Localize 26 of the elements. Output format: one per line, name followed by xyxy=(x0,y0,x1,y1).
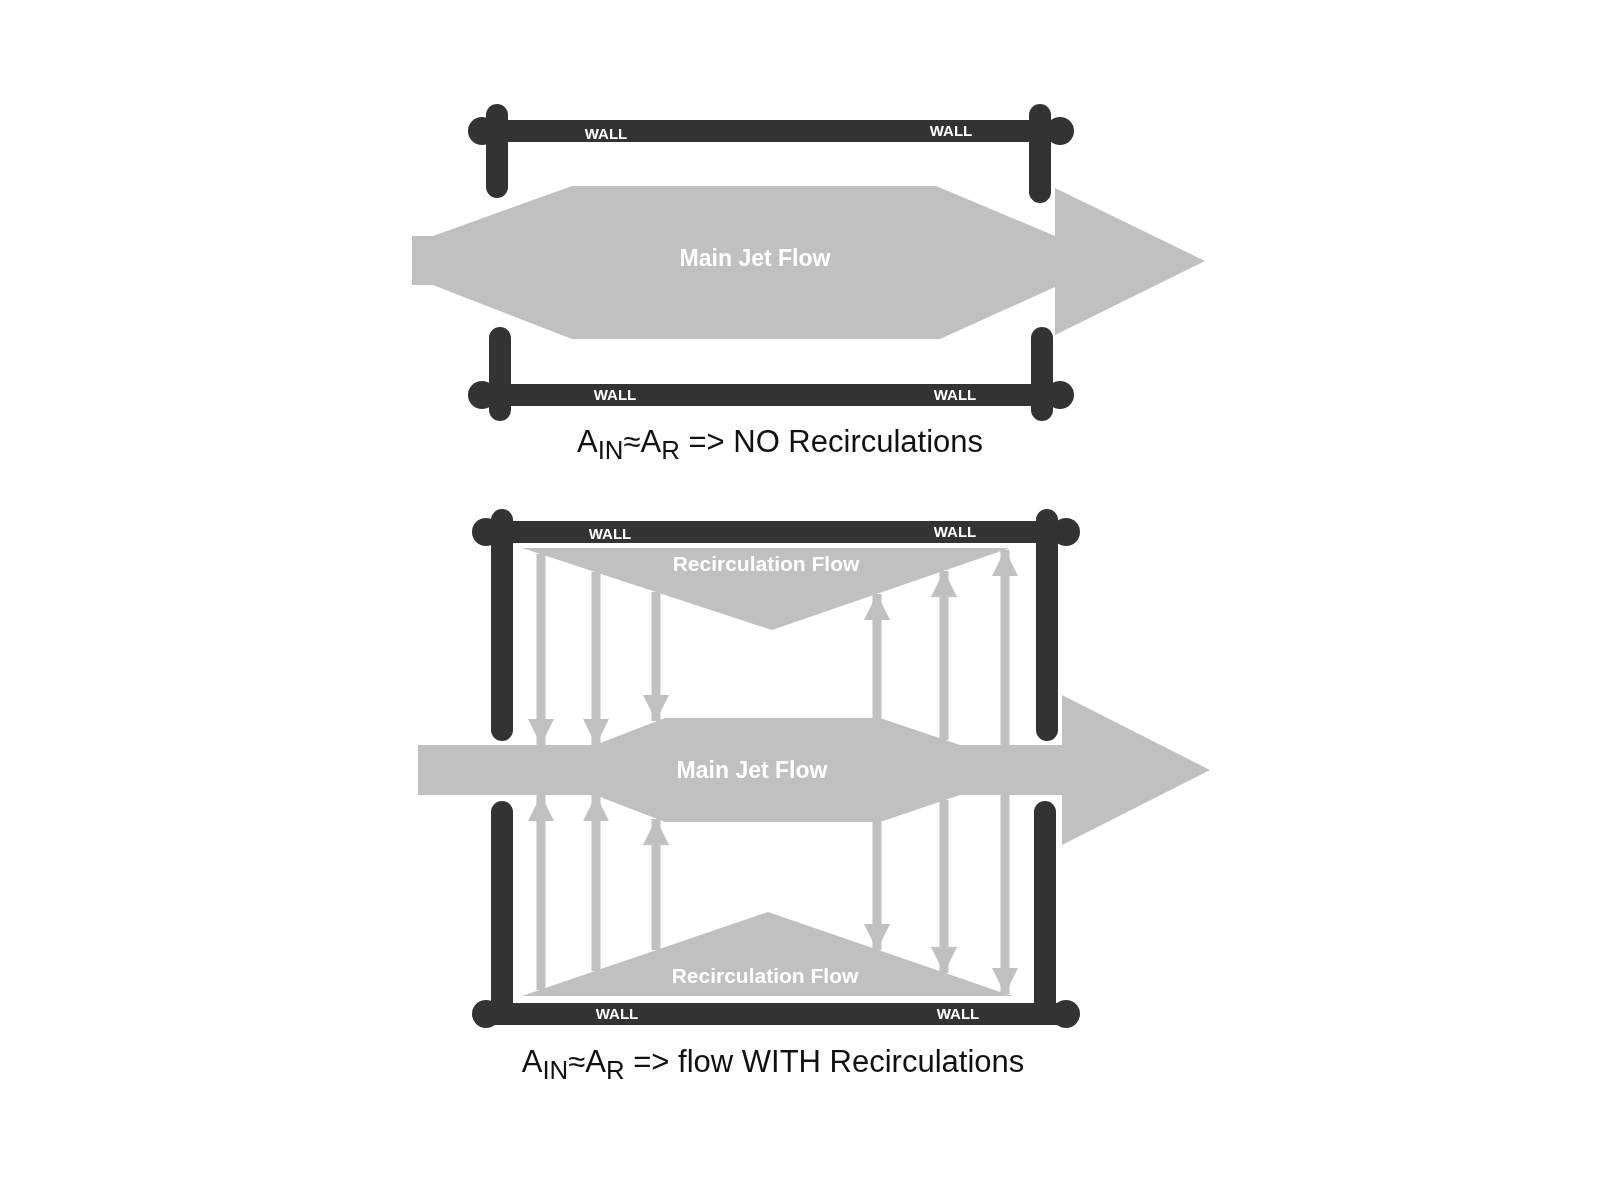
wall-label: WALL xyxy=(593,385,637,403)
arrow xyxy=(643,819,669,950)
wall-label: WALL xyxy=(595,1004,639,1022)
flow-label: Recirculation Flow xyxy=(672,552,860,576)
wall-label: WALL xyxy=(936,1004,980,1022)
caption-text: A$_{IN}$≈A$_{R}$ => NO Recirculations xyxy=(576,424,984,466)
arrow xyxy=(992,795,1018,994)
wall-label: WALL xyxy=(933,385,977,403)
caption-text: A$_{IN}$≈A$_{R}$ => flow WITH Recirculations xyxy=(521,1044,1025,1086)
arrow xyxy=(931,571,957,740)
arrow xyxy=(864,594,890,718)
wall-label: WALL xyxy=(588,524,632,542)
wall-label: WALL xyxy=(584,124,628,142)
arrow xyxy=(528,554,554,745)
arrow xyxy=(643,592,669,721)
flow-label: Main Jet Flow xyxy=(676,756,828,784)
arrow xyxy=(931,800,957,973)
arrow xyxy=(583,572,609,745)
wall-label: WALL xyxy=(933,522,977,540)
arrow xyxy=(583,795,609,971)
arrow xyxy=(992,550,1018,745)
arrow xyxy=(528,795,554,990)
arrow xyxy=(864,822,890,950)
wall-label: WALL xyxy=(929,121,973,139)
flow-label: Recirculation Flow xyxy=(671,964,859,988)
flow-label: Main Jet Flow xyxy=(679,244,831,272)
